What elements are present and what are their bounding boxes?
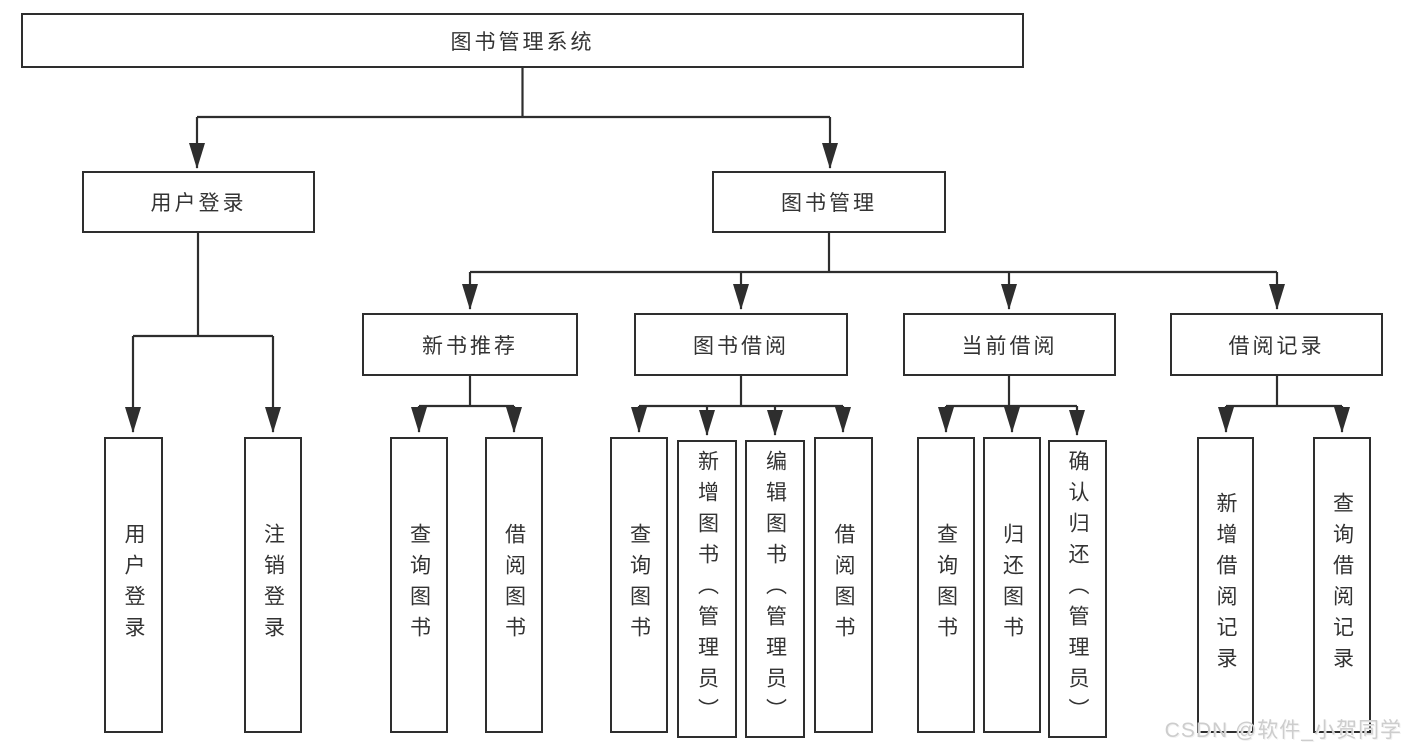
leaf-cb-return-books: 归还图书 — [983, 437, 1041, 733]
leaf-br-add-record: 新增借阅记录 — [1197, 437, 1254, 733]
leaf-bb-add-books-admin: 新增图书（管理员） — [677, 440, 737, 738]
leaf-logout: 注销登录 — [244, 437, 302, 733]
node-book-borrow-label: 图书借阅 — [693, 334, 789, 358]
leaf-bb-query-books-label: 查询图书 — [627, 523, 651, 647]
leaf-rec-borrow-books-label: 借阅图书 — [502, 523, 526, 647]
node-book-management: 图书管理 — [712, 171, 946, 233]
leaf-bb-query-books: 查询图书 — [610, 437, 668, 733]
leaf-user-login: 用户登录 — [104, 437, 163, 733]
leaf-bb-borrow-books: 借阅图书 — [814, 437, 873, 733]
leaf-bb-borrow-books-label: 借阅图书 — [832, 523, 855, 647]
leaf-cb-return-books-label: 归还图书 — [1000, 523, 1024, 647]
leaf-cb-query-books-label: 查询图书 — [934, 523, 958, 647]
node-borrow-records-label: 借阅记录 — [1228, 334, 1325, 358]
leaf-rec-query-books: 查询图书 — [390, 437, 448, 733]
leaf-br-add-record-label: 新增借阅记录 — [1214, 492, 1237, 678]
leaf-cb-confirm-return-admin: 确认归还（管理员） — [1048, 440, 1107, 738]
leaf-user-login-label: 用户登录 — [122, 523, 145, 647]
node-new-book-recommend: 新书推荐 — [362, 313, 578, 376]
node-borrow-records: 借阅记录 — [1170, 313, 1383, 376]
leaf-cb-query-books: 查询图书 — [917, 437, 975, 733]
node-user-login: 用户登录 — [82, 171, 315, 233]
node-root-label: 图书管理系统 — [450, 30, 595, 54]
node-root: 图书管理系统 — [21, 13, 1024, 68]
node-new-book-recommend-label: 新书推荐 — [422, 334, 518, 358]
node-current-borrow-label: 当前借阅 — [961, 334, 1058, 358]
leaf-rec-borrow-books: 借阅图书 — [485, 437, 543, 733]
leaf-bb-add-books-admin-label: 新增图书（管理员） — [695, 449, 719, 729]
leaf-br-query-record: 查询借阅记录 — [1313, 437, 1371, 733]
watermark: CSDN @软件_小贺同学 — [1164, 719, 1402, 742]
leaf-bb-edit-books-admin: 编辑图书（管理员） — [745, 440, 805, 738]
node-current-borrow: 当前借阅 — [903, 313, 1116, 376]
node-book-management-label: 图书管理 — [781, 192, 877, 215]
leaf-bb-edit-books-admin-label: 编辑图书（管理员） — [763, 449, 787, 729]
leaf-br-query-record-label: 查询借阅记录 — [1330, 492, 1354, 678]
leaf-rec-query-books-label: 查询图书 — [407, 523, 431, 647]
leaf-logout-label: 注销登录 — [261, 523, 285, 647]
leaf-cb-confirm-return-admin-label: 确认归还（管理员） — [1066, 449, 1089, 729]
node-user-login-label: 用户登录 — [150, 192, 247, 215]
node-book-borrow: 图书借阅 — [634, 313, 848, 376]
